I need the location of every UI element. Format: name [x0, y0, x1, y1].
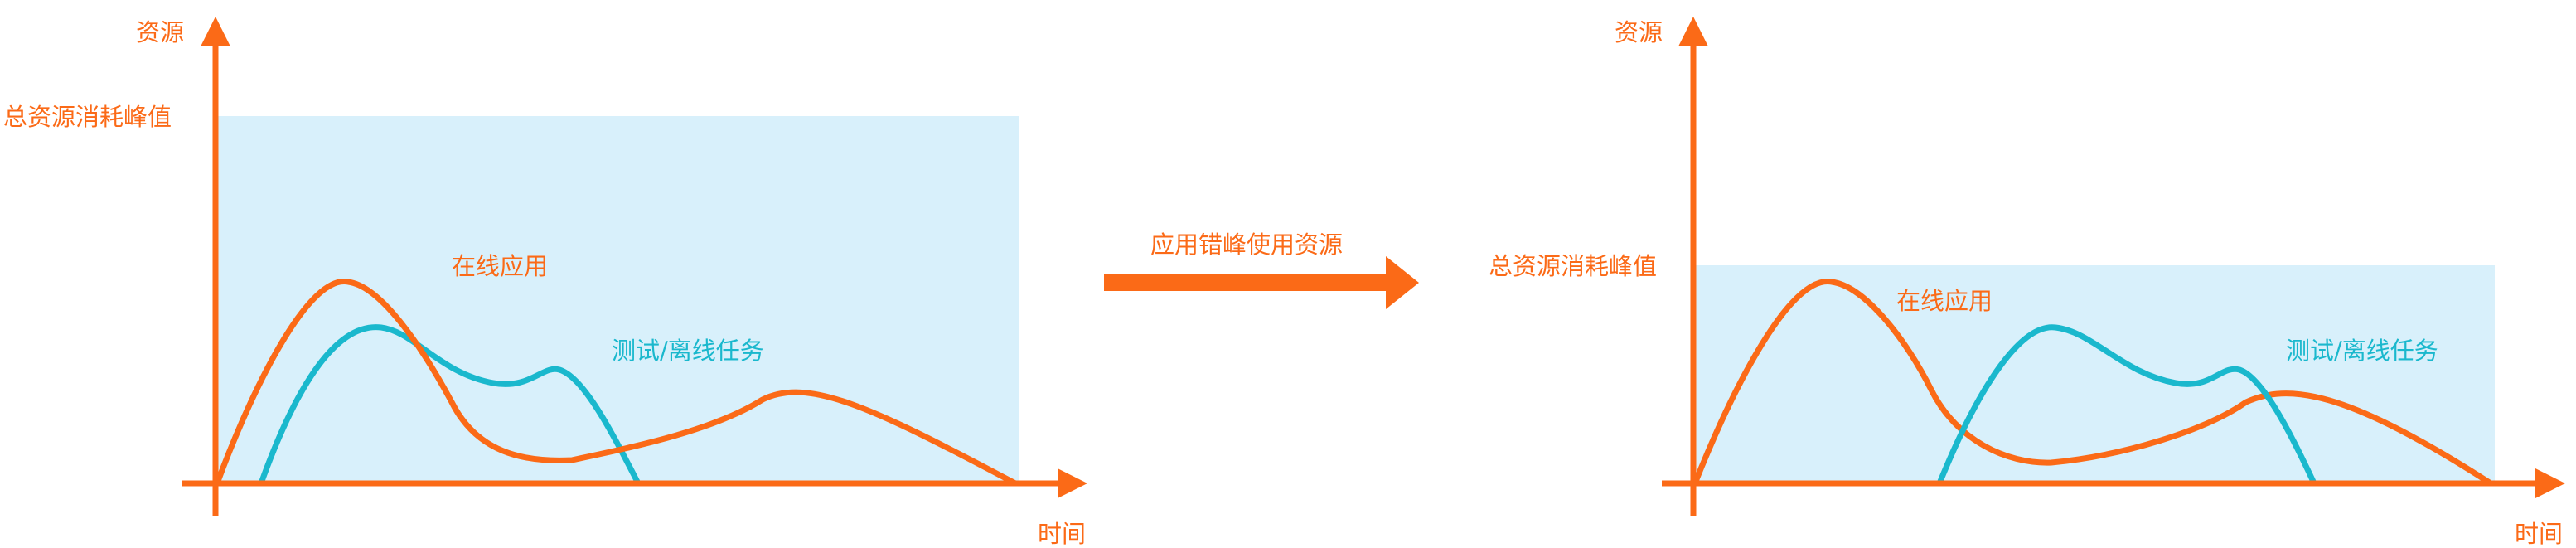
- left-y-axis-label: 资源: [136, 18, 185, 46]
- transition-arrow-label: 应用错峰使用资源: [1150, 230, 1344, 259]
- left-panel: [182, 17, 1087, 516]
- left-total-resource-area: [217, 116, 1019, 483]
- transition-arrow-shaft: [1104, 274, 1392, 291]
- right-peak-label: 总资源消耗峰值: [1489, 252, 1658, 280]
- left-online-app-curve: [214, 279, 1019, 487]
- left-x-axis-arrowhead: [1058, 468, 1087, 498]
- right-y-axis-label: 资源: [1615, 18, 1663, 46]
- left-y-axis-arrowhead: [201, 17, 230, 46]
- right-x-axis-arrowhead: [2535, 468, 2565, 498]
- left-peak-label: 总资源消耗峰值: [3, 103, 172, 131]
- transition-arrow: [1104, 256, 1419, 309]
- left-online-app-label: 在线应用: [452, 252, 549, 280]
- left-offline-task-curve: [258, 324, 642, 487]
- left-x-axis-label: 时间: [1038, 520, 1087, 548]
- right-online-app-label: 在线应用: [1896, 287, 1993, 315]
- left-offline-task-label: 测试/离线任务: [612, 337, 764, 365]
- right-panel: [1662, 17, 2565, 516]
- right-offline-task-label: 测试/离线任务: [2286, 337, 2438, 365]
- right-offline-task-curve: [1936, 324, 2317, 487]
- right-total-resource-area: [1695, 265, 2495, 483]
- right-x-axis-label: 时间: [2515, 520, 2564, 548]
- right-y-axis-arrowhead: [1678, 17, 1708, 46]
- right-online-app-curve: [1692, 279, 2494, 487]
- transition-arrow-head: [1386, 256, 1419, 309]
